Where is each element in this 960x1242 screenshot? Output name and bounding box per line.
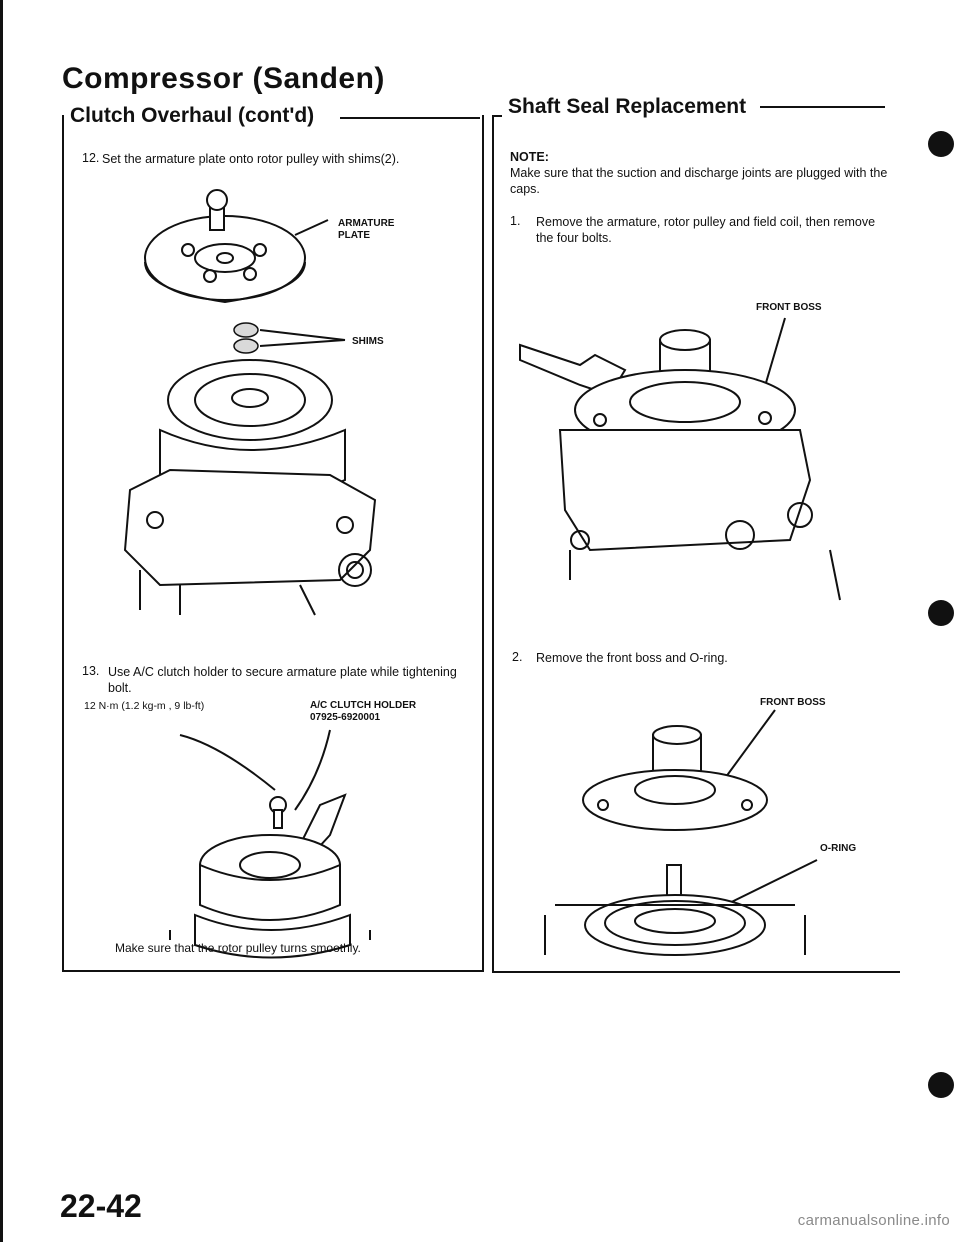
margin-bullet-1 xyxy=(928,131,954,157)
shaft-step-1-text: Remove the armature, rotor pulley and fi… xyxy=(536,215,876,245)
shaft-step-1-number: 1. xyxy=(510,214,521,228)
left-section-heading: Clutch Overhaul (cont'd) xyxy=(70,104,323,128)
step-13-text: Use A/C clutch holder to secure armature… xyxy=(108,665,457,695)
margin-bullet-2 xyxy=(928,600,954,626)
torque-spec: 12 N·m (1.2 kg-m , 9 lb-ft) xyxy=(84,700,205,712)
page-number: 22-42 xyxy=(60,1188,142,1224)
front-boss-bolts-figure xyxy=(519,317,841,601)
right-heading-rule xyxy=(760,106,885,108)
front-boss-label-2: FRONT BOSS xyxy=(760,697,826,708)
clutch-holder-figure xyxy=(179,729,351,959)
front-boss-oring-figure xyxy=(544,709,818,956)
shaft-step-2-number: 2. xyxy=(512,650,523,664)
right-section-left-rule xyxy=(492,115,494,973)
left-heading-rule xyxy=(340,117,480,119)
armature-plate-figure xyxy=(123,189,377,616)
note-text: Make sure that the suction and discharge… xyxy=(510,166,888,196)
compressor-body-figure xyxy=(169,930,371,940)
front-boss-label-1: FRONT BOSS xyxy=(756,302,822,313)
note-label: NOTE: xyxy=(510,150,549,164)
watermark: carmanualsonline.info xyxy=(797,1212,950,1229)
margin-bullet-3 xyxy=(928,1072,954,1098)
shims-label: SHIMS xyxy=(352,336,384,347)
right-section-heading: Shaft Seal Replacement xyxy=(508,95,755,119)
armature-plate-label: ARMATURE PLATE xyxy=(338,218,395,241)
left-section-box xyxy=(62,115,484,972)
right-heading-tick xyxy=(492,115,502,117)
step-12-number: 12. xyxy=(82,151,100,165)
shaft-step-2-text: Remove the front boss and O-ring. xyxy=(536,651,728,665)
page-title: Compressor (Sanden) xyxy=(62,62,385,95)
o-ring-label: O-RING xyxy=(820,843,857,854)
clutch-holder-label: A/C CLUTCH HOLDER 07925-6920001 xyxy=(310,700,417,723)
step-12-text: Set the armature plate onto rotor pulley… xyxy=(102,152,400,166)
right-section-bottom-rule xyxy=(492,971,900,973)
step-13-number: 13. xyxy=(82,664,100,678)
left-margin-rule xyxy=(0,0,3,1242)
smooth-rotation-note: Make sure that the rotor pulley turns sm… xyxy=(115,941,361,955)
